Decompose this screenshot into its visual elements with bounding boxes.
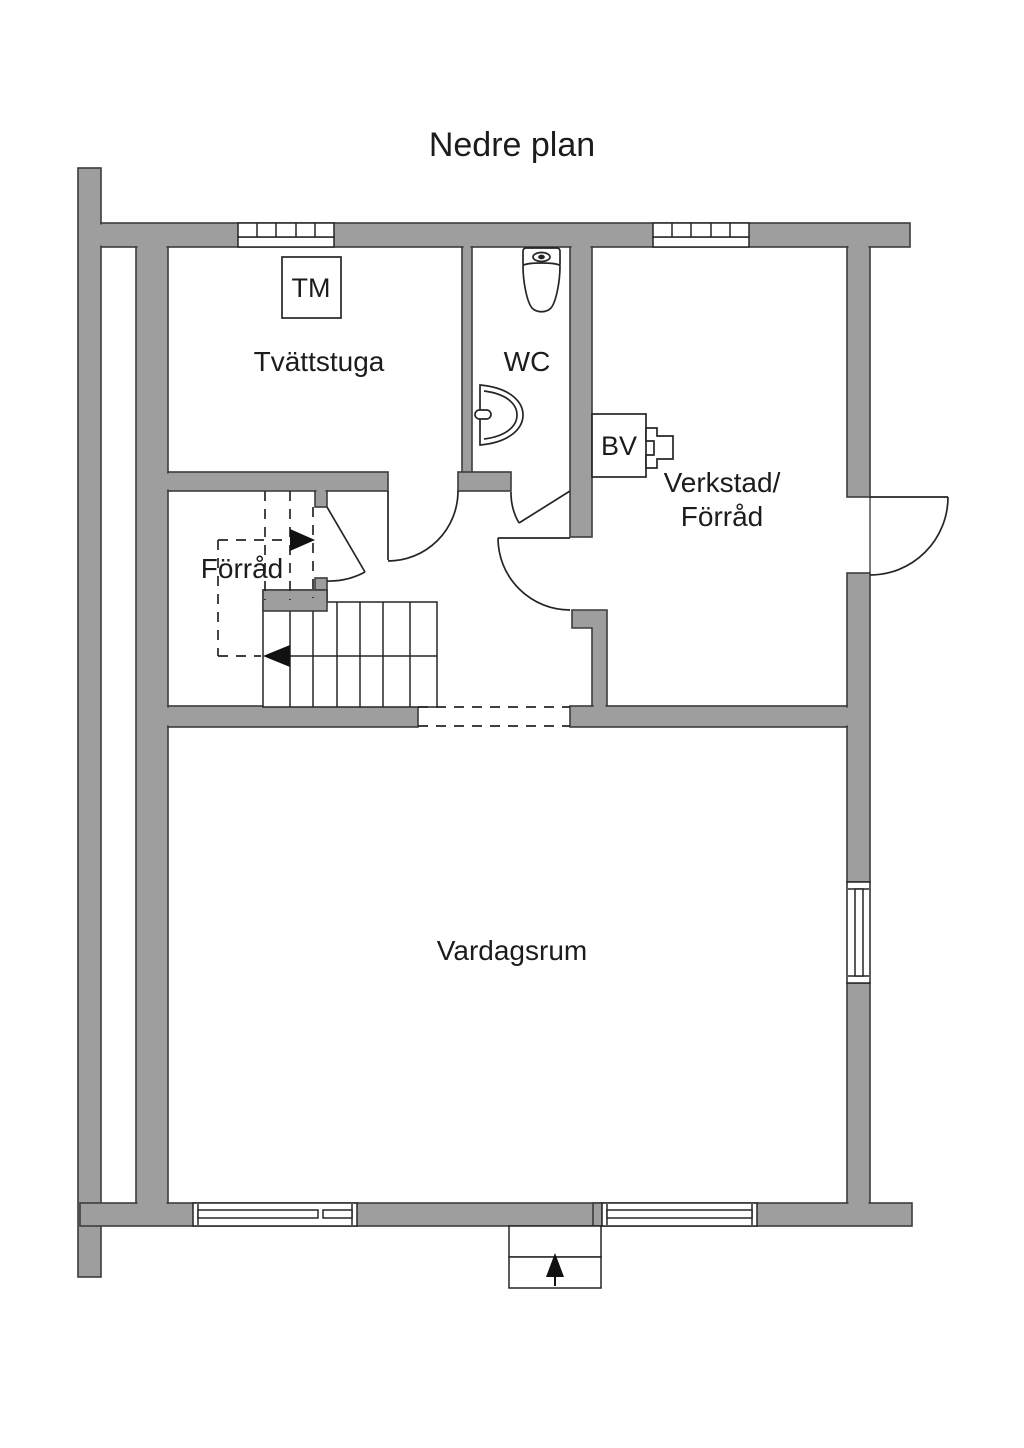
- boiler-label: BV: [601, 431, 637, 461]
- plan-title: Nedre plan: [429, 126, 595, 164]
- room-labels: Tvättstuga WC Verkstad/ Förråd Förråd Va…: [201, 346, 781, 966]
- door-workshop: [497, 537, 571, 611]
- stairs-arrows: [263, 529, 315, 667]
- wall-wc-bottom-stub: [457, 471, 512, 492]
- wall-laundry-bottom: [167, 471, 389, 492]
- doors: [326, 490, 949, 611]
- washing-machine-box: TM: [281, 256, 342, 319]
- window-laundry: [237, 222, 335, 248]
- label-wc: WC: [504, 346, 551, 377]
- label-workshop-line1: Verkstad/: [664, 467, 781, 498]
- entrance-arrow: [546, 1253, 564, 1277]
- label-storage: Förråd: [201, 553, 283, 584]
- window-living-right: [846, 881, 871, 984]
- wall-right-lower: [846, 982, 871, 1204]
- door-exterior-workshop: [869, 496, 949, 576]
- stairs-up-arrow: [290, 529, 315, 551]
- wall-wc-right: [569, 246, 593, 538]
- wall-living-top: [167, 705, 419, 728]
- stairs-down-arrow: [263, 645, 290, 667]
- washing-machine-label: TM: [292, 273, 331, 303]
- wall-stair-strip-overlay: [262, 589, 328, 612]
- wall-right-upper: [846, 246, 871, 498]
- stairs-body: [262, 601, 438, 708]
- wall-top: [100, 222, 911, 248]
- wall-stair-door-stub-top: [314, 490, 328, 508]
- door-storage: [326, 506, 366, 582]
- walls: [77, 167, 913, 1278]
- wall-laundry-wc: [461, 246, 473, 491]
- sink-icon: [474, 384, 524, 446]
- stairs: [262, 601, 438, 708]
- door-wc: [510, 490, 571, 524]
- label-living: Vardagsrum: [437, 935, 587, 966]
- wall-right-middle: [846, 572, 871, 883]
- wall-workshop-bottom: [569, 705, 848, 728]
- toilet-icon: [522, 247, 561, 313]
- window-workshop: [652, 222, 750, 248]
- wall-outer-left: [77, 167, 102, 1278]
- boiler-tab: [645, 427, 674, 469]
- wall-inner-left: [135, 246, 169, 1204]
- window-living-bottom-right: [601, 1202, 758, 1227]
- door-laundry: [387, 490, 459, 562]
- window-living-bottom-left: [192, 1202, 358, 1227]
- windows: [192, 222, 871, 1227]
- entrance: [508, 1225, 602, 1289]
- label-laundry: Tvättstuga: [254, 346, 385, 377]
- wall-bottom-stub: [592, 1202, 603, 1227]
- wall-hall-workshop-L: [571, 609, 608, 707]
- label-workshop-line2: Förråd: [681, 501, 763, 532]
- boiler-box: BV: [591, 413, 674, 478]
